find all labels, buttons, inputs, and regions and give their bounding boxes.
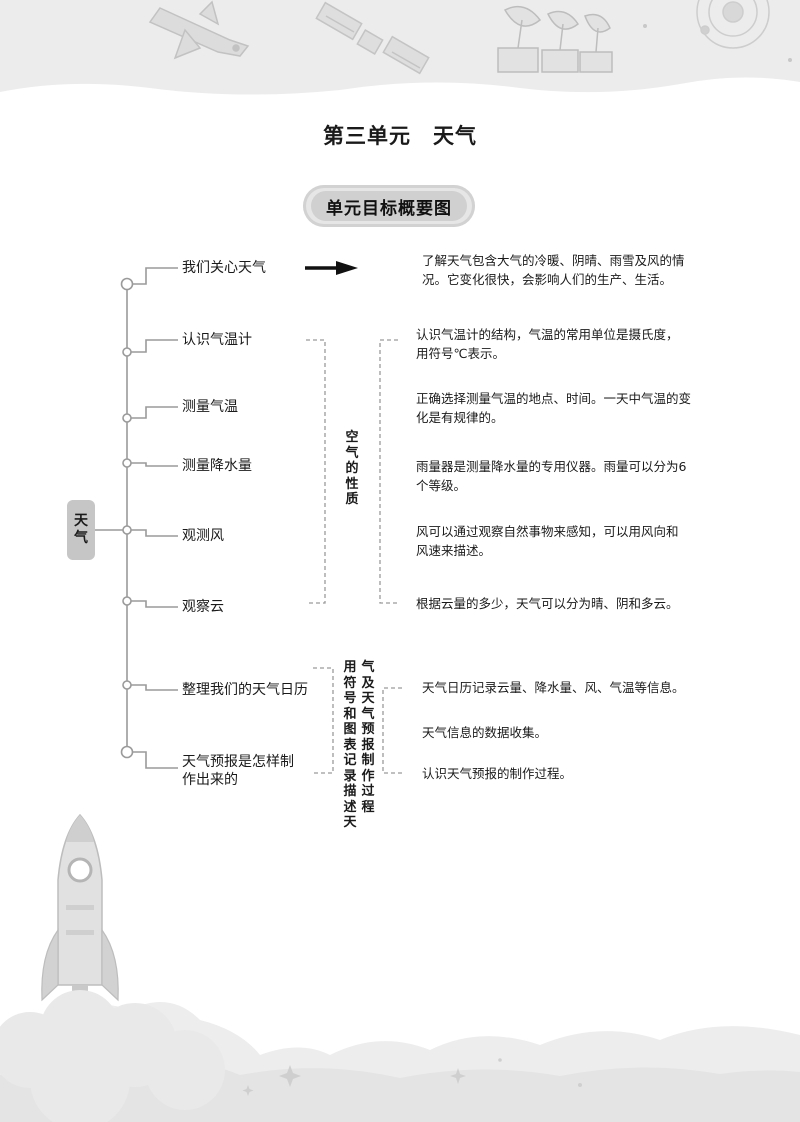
desc-thermo-line2: 用符号℃表示。 bbox=[416, 346, 506, 361]
desc-forecast: 认识天气预报的制作过程。 bbox=[422, 766, 573, 781]
group-record-char: 号 bbox=[343, 691, 357, 706]
topic-measure-temp: 测量气温 bbox=[182, 399, 238, 415]
planet-orbit-icon bbox=[696, 0, 770, 49]
group-record-char: 记 bbox=[343, 753, 357, 768]
mindmap-root: 天 气 bbox=[67, 500, 95, 560]
topic-care-weather: 我们关心天气 bbox=[182, 260, 266, 276]
group-record-char: 报 bbox=[361, 737, 375, 753]
group-record-char: 制 bbox=[361, 753, 375, 768]
desc-rain-line2: 个等级。 bbox=[416, 478, 467, 493]
topic-observe-cloud: 观察云 bbox=[182, 599, 224, 615]
root-char-1: 天 bbox=[74, 513, 88, 529]
page-title-topic: 天气 bbox=[433, 123, 477, 148]
group-record-char: 图 bbox=[343, 722, 357, 737]
space-shuttle-icon bbox=[148, 0, 250, 60]
desc-temp-line1: 正确选择测量气温的地点、时间。一天中气温的变 bbox=[416, 391, 692, 406]
desc-weather-line1: 了解天气包含大气的冷暖、阴晴、雨雪及风的情 bbox=[422, 253, 685, 268]
group-record-char: 用 bbox=[343, 660, 357, 675]
desc-temp-line2: 化是有规律的。 bbox=[416, 410, 504, 425]
desc-diary: 天气日历记录云量、降水量、风、气温等信息。 bbox=[422, 680, 685, 695]
page-title: 第三单元天气 bbox=[0, 120, 800, 150]
desc-weather-line2: 况。它变化很快，会影响人们的生产、生活。 bbox=[422, 272, 673, 287]
group-air-char: 的 bbox=[345, 461, 359, 476]
group-record-char: 过 bbox=[361, 784, 375, 799]
group-air-char: 性 bbox=[345, 476, 359, 492]
group-record-char: 作 bbox=[361, 768, 375, 784]
desc-thermo-line1: 认识气温计的结构，气温的常用单位是摄氏度， bbox=[416, 327, 679, 342]
sparkle-icon bbox=[242, 1058, 582, 1096]
group-record-char: 录 bbox=[343, 768, 357, 784]
radar-dish-icon bbox=[497, 5, 613, 73]
group-record-char: 程 bbox=[361, 799, 375, 815]
group-record-char: 述 bbox=[343, 799, 357, 815]
group-record-char: 表 bbox=[343, 737, 357, 753]
page-title-unit: 第三单元 bbox=[323, 123, 411, 148]
group-record-char: 符 bbox=[343, 675, 357, 691]
topic-thermometer: 认识气温计 bbox=[182, 332, 252, 348]
topic-forecast-line1: 天气预报是怎样制 bbox=[182, 754, 294, 770]
section-badge-label: 单元目标概要图 bbox=[311, 191, 467, 221]
desc-wind-line1: 风可以通过观察自然事物来感知，可以用风向和 bbox=[416, 524, 679, 539]
group-record-char: 气 bbox=[361, 706, 375, 722]
group-record-char: 预 bbox=[361, 722, 375, 737]
topic-measure-rain: 测量降水量 bbox=[182, 458, 252, 474]
group-record-col2: 气 及 天 气 预 报 制 作 过 程 bbox=[361, 660, 375, 815]
group-record-char: 及 bbox=[361, 675, 375, 691]
desc-wind-line2: 风速来描述。 bbox=[416, 543, 492, 558]
group-record-char: 描 bbox=[343, 784, 357, 799]
desc-data: 天气信息的数据收集。 bbox=[422, 725, 548, 740]
group-record-col1: 用 符 号 和 图 表 记 录 描 述 天 bbox=[343, 660, 357, 831]
desc-rain-line1: 雨量器是测量降水量的专用仪器。雨量可以分为6 bbox=[416, 459, 687, 474]
group-record-char: 和 bbox=[343, 706, 357, 722]
satellite-icon bbox=[315, 1, 430, 75]
group-record-char: 天 bbox=[361, 691, 375, 706]
group-record-char: 气 bbox=[361, 660, 375, 675]
rocket-icon bbox=[41, 813, 119, 1002]
group-record-char: 天 bbox=[343, 815, 357, 830]
topic-observe-wind: 观测风 bbox=[182, 528, 224, 544]
root-char-2: 气 bbox=[74, 530, 88, 546]
exhaust-cloud-icon bbox=[0, 990, 225, 1122]
section-badge: 单元目标概要图 bbox=[303, 185, 475, 227]
group-air-char: 空 bbox=[345, 430, 359, 445]
group-air-char: 质 bbox=[345, 492, 359, 507]
group-air-char: 气 bbox=[345, 445, 359, 461]
group-air-properties: 空 气 的 性 质 bbox=[345, 430, 359, 508]
desc-cloud: 根据云量的多少，天气可以分为晴、阴和多云。 bbox=[416, 596, 679, 611]
topic-weather-diary: 整理我们的天气日历 bbox=[182, 682, 308, 698]
topic-forecast-line2: 作出来的 bbox=[182, 772, 238, 788]
